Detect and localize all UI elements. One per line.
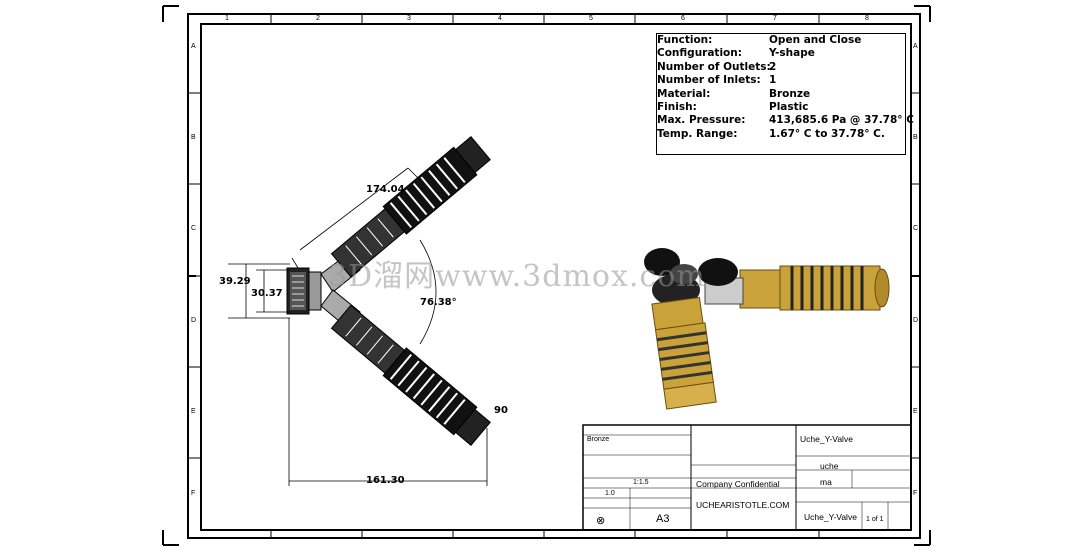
zone-top-5: 5 xyxy=(589,15,593,22)
spec-row: Number of Outlets:2 xyxy=(657,61,905,74)
zone-side-f: F xyxy=(191,490,196,497)
spec-row: Number of Inlets: 1 xyxy=(657,74,905,87)
zone-top-1: 1 xyxy=(225,15,229,22)
spec-row: Finish: Plastic xyxy=(657,101,905,114)
spec-value: Bronze xyxy=(769,87,811,100)
zone-top-4: 4 xyxy=(498,15,502,22)
tb-designer2: ma xyxy=(820,477,832,487)
zone-top-7: 7 xyxy=(773,15,777,22)
spec-key: Number of Outlets: xyxy=(657,60,771,73)
zone-top-2: 2 xyxy=(316,15,320,22)
zone-right-c: C xyxy=(913,225,919,232)
dim-3929: 39.29 xyxy=(219,276,251,287)
tb-logo: ⊗ xyxy=(596,515,606,527)
tb-part-name-top: Uche_Y-Valve xyxy=(800,434,853,444)
spec-key: Max. Pressure: xyxy=(657,114,746,127)
spec-key: Number of Inlets: xyxy=(657,74,761,87)
spec-row: Material: Bronze xyxy=(657,88,905,101)
zone-top-8: 8 xyxy=(865,15,869,22)
tb-size: A3 xyxy=(656,513,670,525)
dim-3037: 30.37 xyxy=(251,288,283,299)
zone-right-d: D xyxy=(913,317,919,324)
spec-key: Temp. Range: xyxy=(657,127,738,140)
zone-top-3: 3 xyxy=(407,15,411,22)
spec-value: 2 xyxy=(769,60,777,73)
tb-rev: 1.0 xyxy=(605,490,615,497)
zone-side-a: A xyxy=(191,43,196,50)
spec-value: Plastic xyxy=(769,100,809,113)
title-block xyxy=(582,424,912,531)
zone-top-6: 6 xyxy=(681,15,685,22)
spec-key: Finish: xyxy=(657,100,697,113)
zone-side-d: D xyxy=(191,317,197,324)
spec-value: 1.67° C to 37.78° C. xyxy=(769,127,885,140)
zone-ticks xyxy=(188,14,920,538)
dimension-lines xyxy=(228,167,488,486)
tb-material: Bronze xyxy=(587,436,610,443)
dim-90: 90 xyxy=(494,405,508,416)
tb-company: UCHEARISTOTLE.COM xyxy=(696,500,790,510)
spec-value: Y-shape xyxy=(769,47,815,60)
spec-row: Temp. Range: 1.67° C to 37.78° C. xyxy=(657,128,905,141)
tb-scale: 1:1.5 xyxy=(633,479,649,486)
tb-designer: uche xyxy=(820,461,839,471)
zone-right-b: B xyxy=(913,134,918,141)
crop-marks xyxy=(162,5,931,546)
zone-side-c: C xyxy=(191,225,197,232)
spec-value: 413,685.6 Pa @ 37.78° C xyxy=(769,114,914,127)
dim-16130: 161.30 xyxy=(366,475,405,486)
inner-frame xyxy=(200,23,912,531)
spec-row: Configuration: Y-shape xyxy=(657,47,905,60)
spec-value: Open and Close xyxy=(769,34,862,46)
y-valve-isometric-view xyxy=(644,248,890,410)
spec-key: Material: xyxy=(657,87,711,100)
spec-key: Configuration: xyxy=(657,47,742,60)
zone-right-f: F xyxy=(913,490,918,497)
zone-right-a: A xyxy=(913,43,918,50)
watermark: 3D溜网www.3dmox.com xyxy=(328,259,706,294)
dim-angle: 76.38° xyxy=(420,297,457,308)
zone-side-e: E xyxy=(191,408,196,415)
y-valve-top-view xyxy=(286,136,491,446)
tb-part-name-bottom: Uche_Y-Valve xyxy=(804,512,857,522)
spec-key: Function: xyxy=(657,34,713,46)
spec-row: Function: Open and Close xyxy=(657,34,905,47)
spec-row: Max. Pressure: 413,685.6 Pa @ 37.78° C xyxy=(657,114,914,127)
tb-sheet: 1 of 1 xyxy=(866,516,884,523)
zone-right-e: E xyxy=(913,408,918,415)
spec-value: 1 xyxy=(769,74,777,87)
zone-side-b: B xyxy=(191,134,196,141)
dim-174: 174.04 xyxy=(366,184,405,195)
tb-confidential: Company Confidential xyxy=(696,479,780,489)
